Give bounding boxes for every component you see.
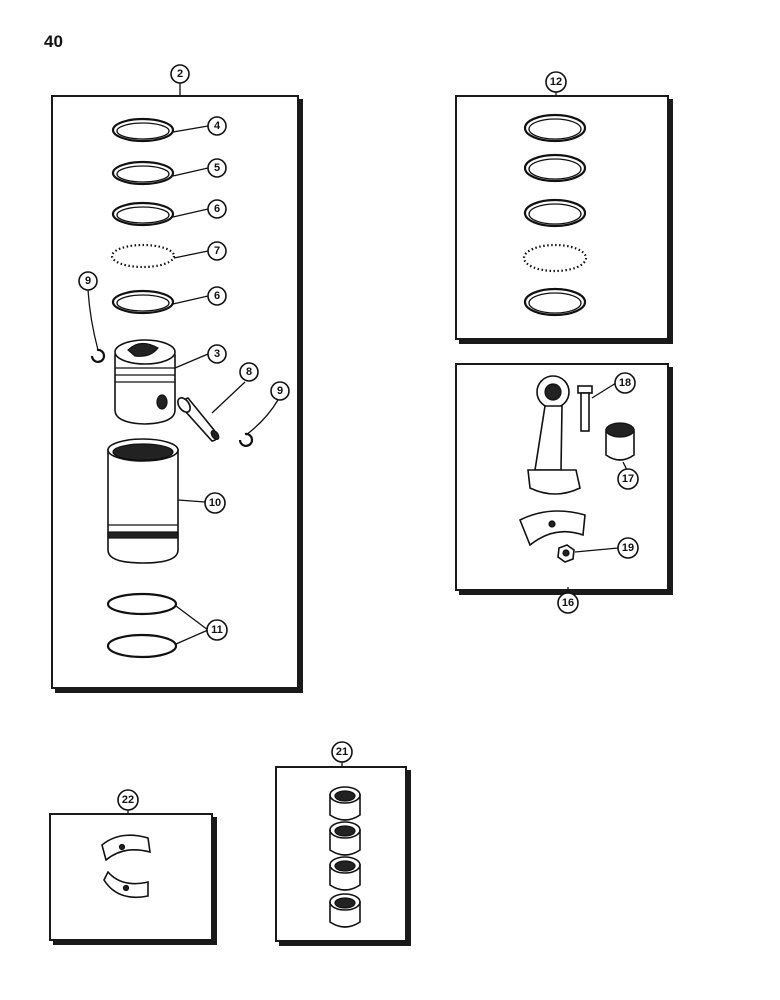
piston-ring-oil-lower: [111, 289, 175, 315]
callout-22: 22: [117, 789, 139, 811]
callout-8: 8: [239, 362, 259, 382]
callout-6-upper: 6: [207, 199, 227, 219]
callout-16-label: 16: [562, 597, 574, 609]
piston-ring-expander: [110, 243, 176, 269]
connecting-rod: [527, 375, 581, 495]
callout-11-label: 11: [211, 624, 223, 636]
callout-2-label: 2: [177, 68, 183, 80]
callout-5: 5: [207, 158, 227, 178]
callout-18-label: 18: [619, 377, 631, 389]
snap-ring-left: [90, 348, 106, 363]
ring-set-ring-2: [523, 153, 587, 183]
rod-cap: [518, 510, 586, 547]
callout-21: 21: [331, 741, 353, 763]
callout-8-label: 8: [246, 366, 252, 378]
callout-7-label: 7: [214, 245, 220, 257]
callout-9-right-label: 9: [277, 385, 283, 397]
ring-set-ring-1: [523, 113, 587, 143]
sleeve-seal-ring-lower: [106, 633, 178, 659]
piston-ring-second: [111, 160, 175, 186]
callout-17-label: 17: [622, 473, 634, 485]
rod-bolt: [577, 385, 593, 432]
bushing-3: [329, 856, 361, 891]
callout-11: 11: [206, 619, 228, 641]
callout-22-label: 22: [122, 794, 134, 806]
kit-box-12-ring-set: [455, 95, 669, 340]
piston-ring-oil: [111, 201, 175, 227]
bushing-2: [329, 821, 361, 856]
callout-17: 17: [617, 468, 639, 490]
callout-19-label: 19: [622, 542, 634, 554]
ring-set-ring-5: [523, 287, 587, 317]
callout-10: 10: [204, 492, 226, 514]
callout-12-label: 12: [550, 76, 562, 88]
callout-9-right: 9: [270, 381, 290, 401]
callout-18: 18: [614, 372, 636, 394]
callout-3-label: 3: [214, 348, 220, 360]
piston-pin: [177, 397, 220, 442]
callout-5-label: 5: [214, 162, 220, 174]
main-bearing-shell-upper: [101, 834, 151, 862]
callout-19: 19: [617, 537, 639, 559]
page-number: 40: [44, 32, 63, 51]
cylinder-sleeve: [107, 438, 179, 564]
callout-21-label: 21: [336, 746, 348, 758]
callout-6-upper-label: 6: [214, 203, 220, 215]
callout-9-left: 9: [78, 271, 98, 291]
piston: [114, 339, 176, 425]
bushing-1: [329, 786, 361, 821]
rod-nut: [557, 544, 575, 563]
rod-bushing: [605, 422, 635, 461]
kit-box-22-bearing-shells: [49, 813, 213, 941]
callout-9-left-label: 9: [85, 275, 91, 287]
callout-3: 3: [207, 344, 227, 364]
callout-16: 16: [557, 592, 579, 614]
ring-set-ring-4: [522, 243, 588, 273]
callout-4-label: 4: [214, 120, 221, 132]
sleeve-seal-ring-upper: [106, 592, 178, 616]
callout-12: 12: [545, 71, 567, 93]
piston-ring-top: [111, 117, 175, 143]
snap-ring-right: [238, 432, 254, 447]
callout-4: 4: [207, 116, 227, 136]
callout-6-lower: 6: [207, 286, 227, 306]
callout-10-label: 10: [209, 497, 221, 509]
callout-7: 7: [207, 241, 227, 261]
ring-set-ring-3: [523, 198, 587, 228]
main-bearing-shell-lower: [103, 870, 149, 899]
callout-6-lower-label: 6: [214, 290, 220, 302]
callout-2: 2: [170, 64, 190, 84]
bushing-4: [329, 893, 361, 928]
